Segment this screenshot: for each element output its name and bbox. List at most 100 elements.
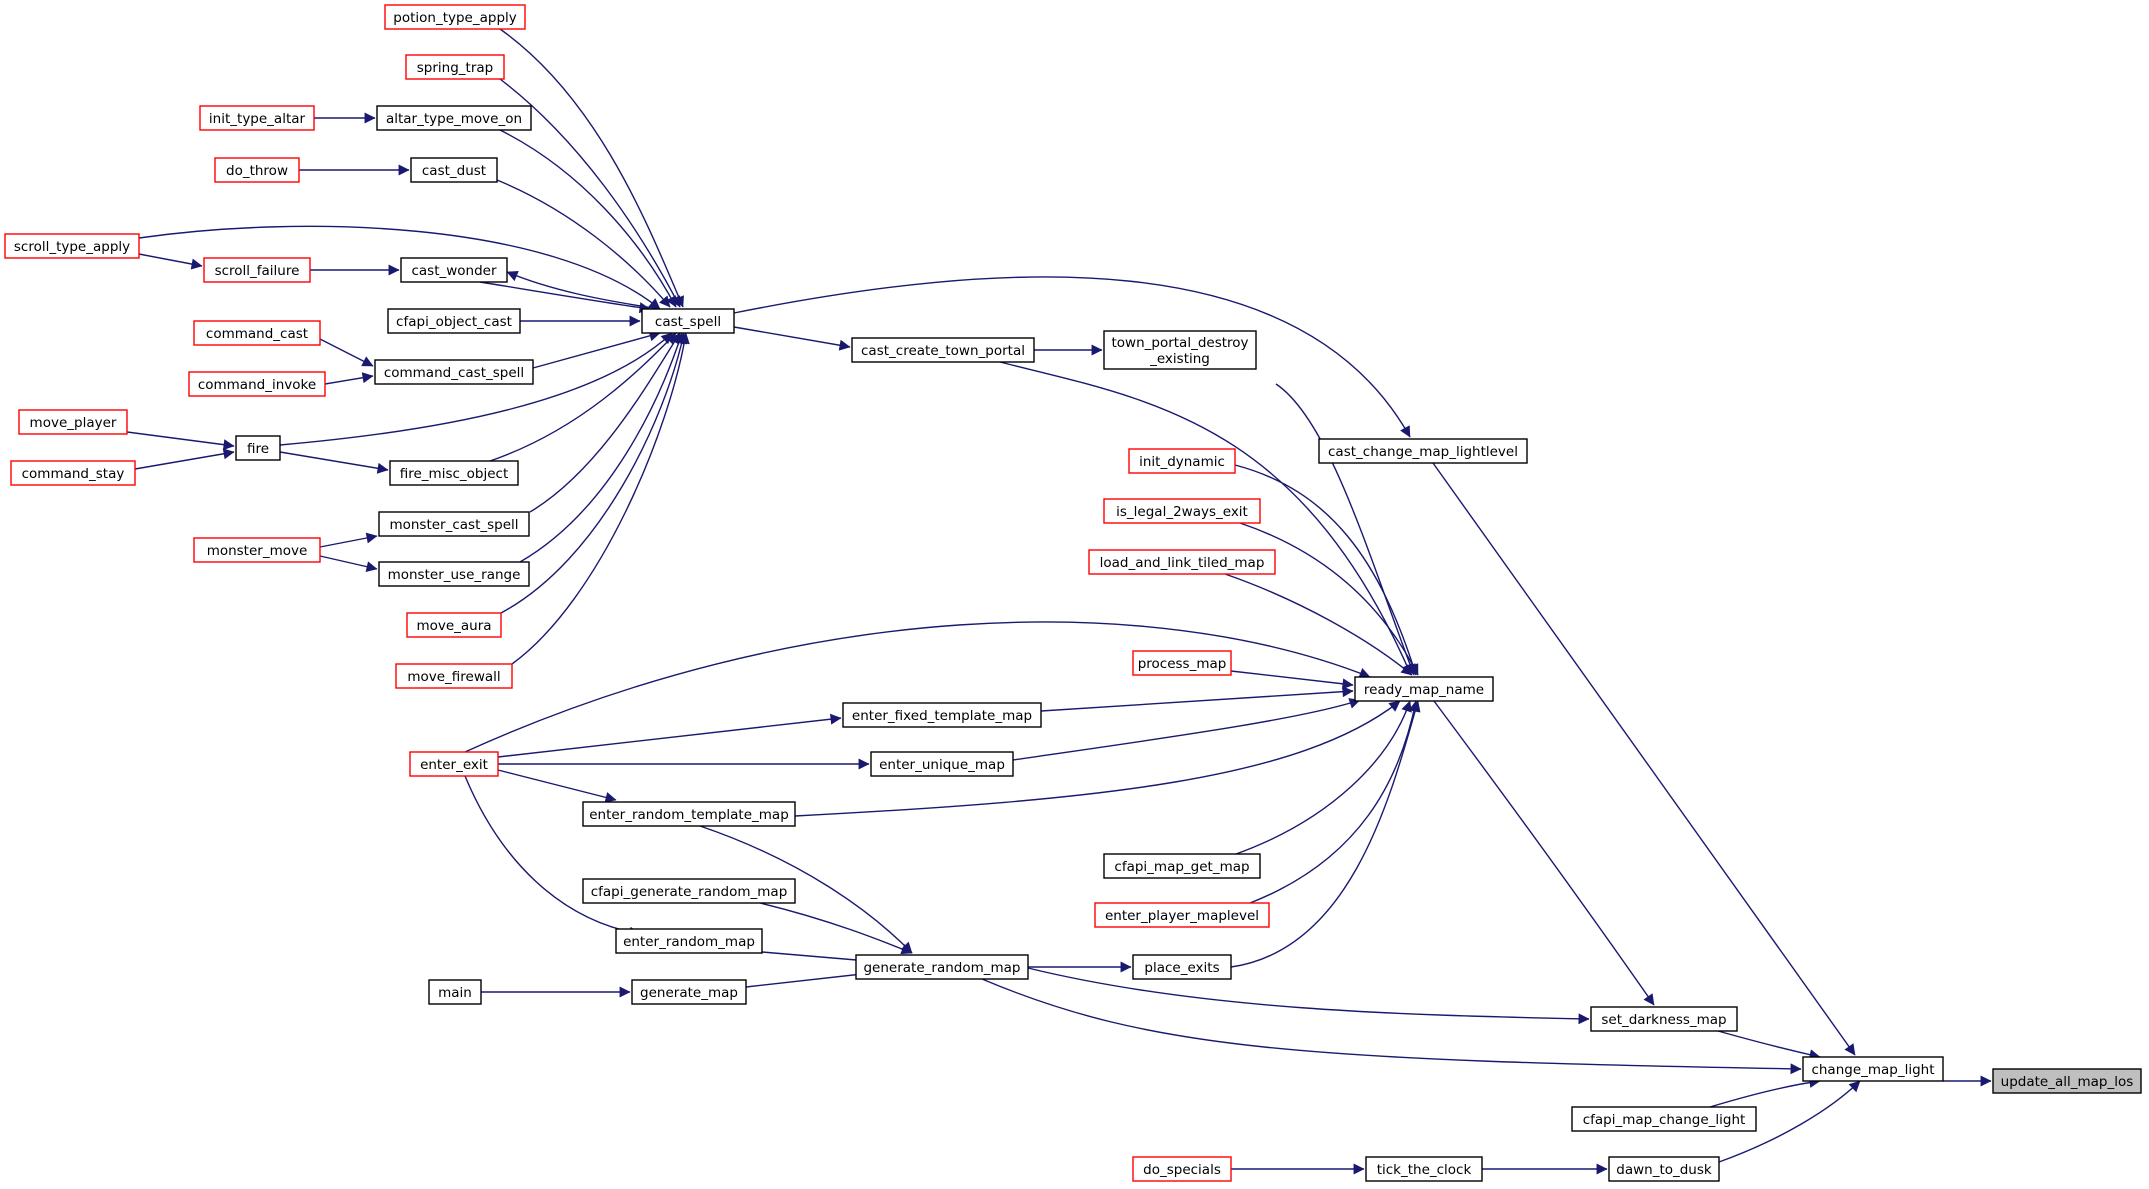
node-update_all_map_los[interactable]: update_all_map_los [1992,1068,2142,1094]
node-cast_create_town_portal[interactable]: cast_create_town_portal [851,337,1035,363]
node-enter_exit[interactable]: enter_exit [409,751,499,777]
node-box [406,612,502,638]
node-set_darkness_map[interactable]: set_darkness_map [1590,1006,1738,1032]
edge-monster_use_range-to-cast_spell [519,332,684,563]
node-cfapi_map_change_light[interactable]: cfapi_map_change_light [1571,1106,1757,1132]
node-dawn_to_dusk[interactable]: dawn_to_dusk [1608,1156,1720,1182]
node-box [582,878,796,904]
node-box [4,233,140,259]
node-enter_player_maplevel[interactable]: enter_player_maplevel [1094,902,1270,928]
node-label: cast_create_town_portal [861,343,1025,359]
node-box [1608,1156,1720,1182]
node-fire_misc_object[interactable]: fire_misc_object [389,460,519,486]
edge-arrow [497,713,842,758]
node-cfapi_object_cast[interactable]: cfapi_object_cast [387,308,521,334]
edge-arrow [1012,698,1361,761]
node-label: command_stay [22,466,125,482]
edge-arrow [1027,967,1590,1025]
node-cast_spell[interactable]: cast_spell [641,308,735,334]
edge-enter_random_template_map-to-generate_random_map [699,825,913,954]
node-scroll_type_apply[interactable]: scroll_type_apply [4,233,140,259]
node-main[interactable]: main [428,979,482,1005]
edge-scroll_type_apply-to-scroll_failure [138,253,203,270]
node-tick_the_clock[interactable]: tick_the_clock [1365,1156,1483,1182]
edge-dawn_to_dusk-to-change_map_light [1718,1080,1861,1163]
node-cfapi_generate_random_map[interactable]: cfapi_generate_random_map [582,878,796,904]
node-box [1128,448,1236,474]
node-label: cast_spell [655,314,721,330]
node-potion_type_apply[interactable]: potion_type_apply [384,4,526,30]
edge-move_player-to-fire [126,431,235,451]
node-scroll_failure[interactable]: scroll_failure [203,257,311,283]
node-spring_trap[interactable]: spring_trap [405,54,505,80]
node-label: enter_random_map [623,934,755,950]
node-init_type_altar[interactable]: init_type_altar [199,105,315,131]
edge-town_portal_destroy_existing-to-ready_map_name [1275,383,1416,676]
node-command_invoke[interactable]: command_invoke [188,371,326,397]
edge-enter_fixed_template_map-to-ready_map_name [1040,686,1354,712]
edge-enter_random_template_map-to-ready_map_name [794,700,1401,817]
node-move_aura[interactable]: move_aura [406,612,502,638]
node-label: do_throw [226,163,288,179]
edge-cfapi_generate_random_map-to-generate_random_map [759,902,913,955]
node-cast_wonder[interactable]: cast_wonder [400,257,508,283]
node-place_exits[interactable]: place_exits [1132,954,1232,980]
edge-fire-to-fire_misc_object [279,451,389,474]
edge-arrow [319,555,378,573]
node-move_player[interactable]: move_player [18,409,128,435]
node-altar_type_move_on[interactable]: altar_type_move_on [376,105,532,131]
edge-arrow [497,769,617,803]
edge-arrow [319,532,378,548]
node-label: enter_random_template_map [589,807,789,823]
node-move_firewall[interactable]: move_firewall [395,663,513,689]
edge-arrow [794,700,1401,817]
node-label: change_map_light [1811,1062,1934,1078]
edge-cast_dust-to-cast_spell [496,179,671,308]
node-label: cast_dust [422,163,486,179]
node-label: move_aura [416,618,491,634]
node-enter_random_template_map[interactable]: enter_random_template_map [582,801,796,827]
node-label: is_legal_2ways_exit [1116,504,1248,520]
node-box [855,954,1029,980]
node-generate_map[interactable]: generate_map [631,979,747,1005]
edge-fire-to-cast_spell [279,332,673,446]
node-cast_change_map_lightlevel[interactable]: cast_change_map_lightlevel [1318,438,1528,464]
edge-arrow [500,332,688,614]
node-monster_cast_spell[interactable]: monster_cast_spell [378,511,530,537]
node-fire[interactable]: fire [235,435,281,461]
edge-arrow [1234,464,1419,676]
node-monster_move[interactable]: monster_move [193,537,321,563]
node-label: cfapi_generate_random_map [591,884,788,900]
node-monster_use_range[interactable]: monster_use_range [378,561,530,587]
node-box [376,105,532,131]
edge-arrow [1275,383,1416,676]
node-process_map[interactable]: process_map [1132,650,1232,676]
node-init_dynamic[interactable]: init_dynamic [1128,448,1236,474]
node-do_throw[interactable]: do_throw [214,157,300,183]
node-command_stay[interactable]: command_stay [10,460,136,486]
node-cfapi_map_get_map[interactable]: cfapi_map_get_map [1103,853,1261,879]
node-load_and_link_tiled_map[interactable]: load_and_link_tiled_map [1088,549,1276,575]
node-enter_random_map[interactable]: enter_random_map [615,928,763,954]
edge-cfapi_map_change_light-to-change_map_light [1709,1076,1821,1108]
node-cast_dust[interactable]: cast_dust [410,157,498,183]
node-label: load_and_link_tiled_map [1100,555,1265,571]
node-box [1094,902,1270,928]
node-change_map_light[interactable]: change_map_light [1802,1056,1944,1082]
edge-arrow [464,775,641,938]
node-enter_unique_map[interactable]: enter_unique_map [870,751,1014,777]
node-is_legal_2ways_exit[interactable]: is_legal_2ways_exit [1103,498,1261,524]
node-ready_map_name[interactable]: ready_map_name [1354,676,1494,702]
node-town_portal_destroy_existing[interactable]: town_portal_destroy_existing [1103,330,1257,370]
edge-move_aura-to-cast_spell [500,332,688,614]
node-enter_fixed_template_map[interactable]: enter_fixed_template_map [842,702,1042,728]
node-command_cast[interactable]: command_cast [193,320,321,346]
node-command_cast_spell[interactable]: command_cast_spell [374,359,534,385]
node-do_specials[interactable]: do_specials [1132,1156,1232,1182]
node-generate_random_map[interactable]: generate_random_map [855,954,1029,980]
edge-arrow [319,338,374,367]
node-box [582,801,796,827]
edge-enter_exit-to-enter_random_template_map [497,769,617,803]
node-box [18,409,128,435]
edge-arrow [499,28,684,308]
